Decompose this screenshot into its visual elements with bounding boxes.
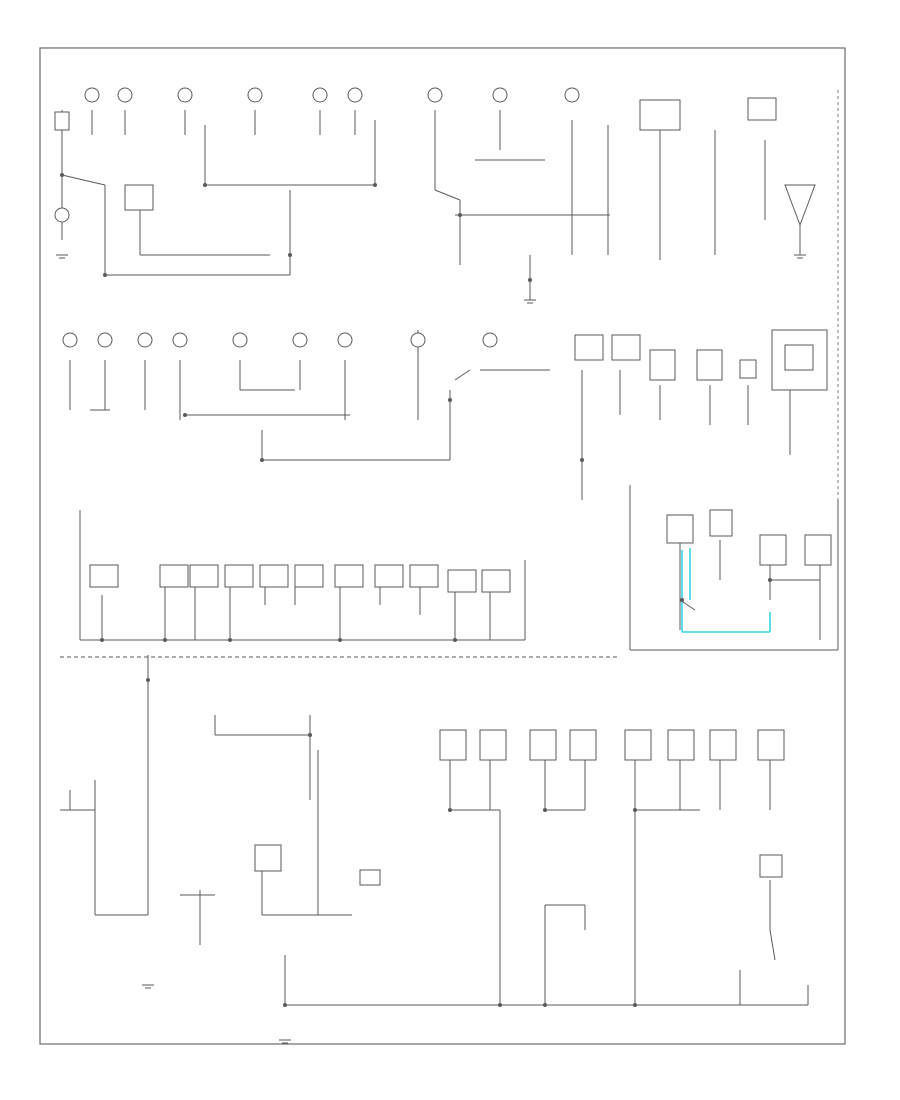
splice-junction-dot xyxy=(543,1003,547,1007)
lamp-symbol xyxy=(482,332,498,348)
splice-junction-layer xyxy=(56,173,806,1044)
component-box xyxy=(709,729,737,761)
component-box xyxy=(667,729,695,761)
splice-junction-dot xyxy=(60,173,64,177)
component-box xyxy=(481,569,511,593)
splice-junction-dot xyxy=(260,458,264,462)
wire-layer xyxy=(60,90,839,1006)
lamp-symbol xyxy=(117,87,133,103)
component-box xyxy=(259,564,289,588)
splice-junction-dot xyxy=(543,808,547,812)
splice-junction-dot xyxy=(228,638,232,642)
component-box xyxy=(124,184,154,211)
wire-segment xyxy=(61,174,106,186)
component-box xyxy=(224,564,254,588)
lamp-symbol xyxy=(177,87,193,103)
component-box xyxy=(529,729,557,761)
lamp-symbol xyxy=(337,332,353,348)
component-box xyxy=(334,564,364,588)
splice-junction-dot xyxy=(448,398,452,402)
component-box xyxy=(189,564,219,588)
component-box xyxy=(709,509,733,537)
component-box xyxy=(574,334,604,361)
splice-junction-dot xyxy=(498,1003,502,1007)
speaker-symbol xyxy=(784,184,816,227)
splice-junction-dot xyxy=(680,598,684,602)
component-box xyxy=(374,564,404,588)
component-box xyxy=(624,729,652,761)
component-box xyxy=(409,564,439,588)
diagram-border xyxy=(39,47,846,1045)
splice-junction-dot xyxy=(633,1003,637,1007)
splice-junction-dot xyxy=(338,638,342,642)
lamp-symbol xyxy=(292,332,308,348)
component-box xyxy=(611,334,641,361)
component-box xyxy=(447,569,477,593)
component-box xyxy=(54,111,70,131)
wire-segment xyxy=(434,189,461,201)
splice-junction-dot xyxy=(580,458,584,462)
splice-junction-dot xyxy=(528,278,532,282)
component-box xyxy=(649,349,676,381)
wire-segment xyxy=(769,929,776,961)
component-box xyxy=(439,729,467,761)
component-layer xyxy=(54,87,832,886)
lamp-symbol xyxy=(62,332,78,348)
lamp-symbol xyxy=(410,332,426,348)
lamp-symbol xyxy=(54,207,70,223)
component-box xyxy=(747,97,777,121)
lamp-symbol xyxy=(232,332,248,348)
splice-junction-dot xyxy=(288,253,292,257)
lamp-symbol xyxy=(84,87,100,103)
splice-junction-dot xyxy=(163,638,167,642)
lamp-symbol xyxy=(172,332,188,348)
splice-junction-dot xyxy=(183,413,187,417)
lamp-symbol xyxy=(312,87,328,103)
splice-junction-dot xyxy=(203,183,207,187)
lamp-symbol xyxy=(347,87,363,103)
lamp-symbol xyxy=(492,87,508,103)
lamp-symbol xyxy=(247,87,263,103)
splice-junction-dot xyxy=(458,213,462,217)
splice-junction-dot xyxy=(146,678,150,682)
component-box xyxy=(784,344,814,371)
splice-junction-dot xyxy=(633,808,637,812)
component-box xyxy=(739,359,757,379)
splice-junction-dot xyxy=(448,808,452,812)
component-box xyxy=(759,534,787,566)
splice-junction-dot xyxy=(283,1003,287,1007)
component-box xyxy=(159,564,189,588)
component-box xyxy=(757,729,785,761)
highlighted-circuit xyxy=(681,548,771,633)
component-box xyxy=(254,844,282,872)
component-box xyxy=(696,349,723,381)
component-box xyxy=(759,854,783,878)
splice-junction-dot xyxy=(768,578,772,582)
splice-junction-dot xyxy=(308,733,312,737)
splice-junction-dot xyxy=(103,273,107,277)
lamp-symbol xyxy=(564,87,580,103)
lamp-symbol xyxy=(97,332,113,348)
wire-segment xyxy=(454,369,471,381)
splice-junction-dot xyxy=(373,183,377,187)
component-box xyxy=(479,729,507,761)
component-box xyxy=(569,729,597,761)
splice-junction-dot xyxy=(453,638,457,642)
component-box xyxy=(804,534,832,566)
lamp-symbol xyxy=(137,332,153,348)
component-box xyxy=(359,869,381,886)
component-box xyxy=(666,514,694,544)
component-box xyxy=(639,99,681,131)
component-box xyxy=(89,564,119,588)
lamp-symbol xyxy=(427,87,443,103)
splice-junction-dot xyxy=(100,638,104,642)
component-box xyxy=(294,564,324,588)
